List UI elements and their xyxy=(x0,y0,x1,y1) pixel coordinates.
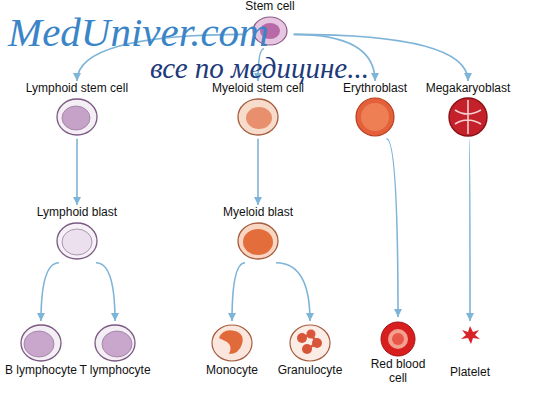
cell-label: Lymphoid blast xyxy=(36,206,118,220)
cell-picture xyxy=(375,318,421,358)
cell-node: T lymphocyte xyxy=(78,322,151,378)
cell-label: Red blood cell xyxy=(364,358,432,386)
cell-node: Monocyte xyxy=(205,322,259,378)
cell-picture xyxy=(209,322,255,364)
lineage-arrow xyxy=(41,263,59,321)
cell-label: B lymphocyte xyxy=(4,364,78,378)
cell-node: Myeloid stem cell xyxy=(211,82,305,138)
lineage-arrow xyxy=(387,139,399,317)
watermark: все по медицине... xyxy=(150,54,369,83)
lineage-arrow xyxy=(232,263,245,321)
cell-label: Myeloid stem cell xyxy=(211,82,305,96)
cell-node: Lymphoid stem cell xyxy=(25,82,129,138)
cell-node: Erythroblast xyxy=(342,82,408,138)
cell-node: Granulocyte xyxy=(277,322,344,378)
cell-label: Myeloid blast xyxy=(222,206,294,220)
cell-picture xyxy=(445,96,491,138)
lineage-arrow xyxy=(469,139,470,321)
cell-label: Monocyte xyxy=(205,364,259,378)
cell-picture xyxy=(54,220,100,262)
cell-node: Megakaryoblast xyxy=(425,82,512,138)
cell-label: Erythroblast xyxy=(342,82,408,96)
cell-picture xyxy=(287,322,333,364)
cell-label: Platelet xyxy=(449,366,491,380)
cell-picture xyxy=(92,322,138,364)
cell-picture xyxy=(54,96,100,138)
watermark: MedUniver.com xyxy=(8,12,269,53)
cell-label: T lymphocyte xyxy=(78,364,151,378)
cell-label: Megakaryoblast xyxy=(425,82,512,96)
cell-picture xyxy=(447,322,493,366)
cell-node: Myeloid blast xyxy=(222,206,294,262)
cell-node: Lymphoid blast xyxy=(36,206,118,262)
cell-picture xyxy=(18,322,64,364)
cell-node: Platelet xyxy=(447,322,493,380)
cell-node: B lymphocyte xyxy=(4,322,78,378)
cell-picture xyxy=(235,220,281,262)
lineage-arrow xyxy=(257,139,259,205)
cell-picture xyxy=(235,96,281,138)
cell-picture xyxy=(352,96,398,138)
cell-label: Granulocyte xyxy=(277,364,344,378)
lineage-arrow xyxy=(276,263,310,321)
cell-label: Lymphoid stem cell xyxy=(25,82,129,96)
lineage-arrow xyxy=(96,263,115,321)
lineage-arrow xyxy=(76,139,78,205)
cell-node: Red blood cell xyxy=(364,318,432,386)
